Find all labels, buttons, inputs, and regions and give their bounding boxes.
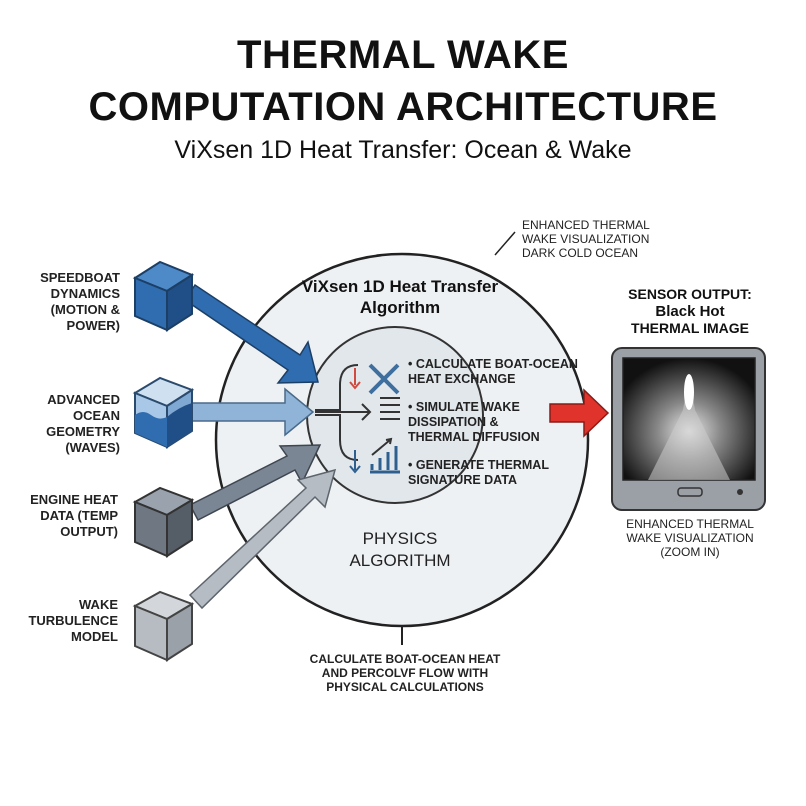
input-label-ocean: ADVANCED OCEAN GEOMETRY (WAVES) — [46, 392, 120, 455]
sensor-mode: Black Hot — [655, 303, 725, 320]
arrow-turbulence — [188, 468, 337, 610]
step-2-text: SIMULATE WAKE DISSIPATION & THERMAL DIFF… — [408, 400, 540, 444]
output-caption: ENHANCED THERMAL WAKE VISUALIZATION (ZOO… — [626, 517, 754, 559]
red-output-arrow — [549, 388, 610, 438]
subtitle: ViXsen 1D Heat Transfer: Ocean & Wake — [174, 136, 632, 164]
bottom-callout: CALCULATE BOAT-OCEAN HEAT AND PERCOLVF F… — [309, 652, 501, 694]
step-2: • SIMULATE WAKE DISSIPATION & THERMAL DI… — [408, 400, 540, 444]
light-gray-cube-icon — [132, 590, 195, 662]
step-3-text: GENERATE THERMAL SIGNATURE DATA — [408, 458, 549, 487]
ocean-cube-icon — [132, 376, 195, 449]
step-3: • GENERATE THERMAL SIGNATURE DATA — [408, 458, 549, 487]
algorithm-title: ViXsen 1D Heat Transfer Algorithm — [301, 277, 499, 317]
input-label-engine: ENGINE HEAT DATA (TEMP OUTPUT) — [30, 492, 118, 539]
arrow-engine — [188, 444, 322, 522]
top-callout: ENHANCED THERMAL WAKE VISUALIZATION DARK… — [522, 218, 650, 260]
sensor-output-label: SENSOR OUTPUT: — [628, 286, 752, 302]
thermal-monitor — [611, 347, 766, 511]
blue-cube-icon — [132, 260, 195, 332]
process-flow-icons — [315, 363, 400, 474]
title-line-2: COMPUTATION ARCHITECTURE — [88, 85, 718, 129]
input-label-speedboat: SPEEDBOAT DYNAMICS (MOTION & POWER) — [40, 270, 120, 333]
gray-cube-icon — [132, 486, 195, 558]
title-line-1: THERMAL WAKE — [237, 33, 569, 77]
sensor-type: THERMAL IMAGE — [631, 320, 749, 336]
step-1-text: CALCULATE BOAT-OCEAN HEAT EXCHANGE — [408, 357, 578, 386]
arrow-speedboat — [183, 283, 319, 384]
step-1: • CALCULATE BOAT-OCEAN HEAT EXCHANGE — [408, 357, 578, 386]
physics-algorithm-label: PHYSICS ALGORITHM — [349, 529, 451, 570]
sensor-output-heading: SENSOR OUTPUT: Black Hot THERMAL IMAGE — [600, 286, 780, 337]
input-label-turbulence: WAKE TURBULENCE MODEL — [28, 597, 118, 644]
arrow-ocean — [191, 387, 315, 437]
